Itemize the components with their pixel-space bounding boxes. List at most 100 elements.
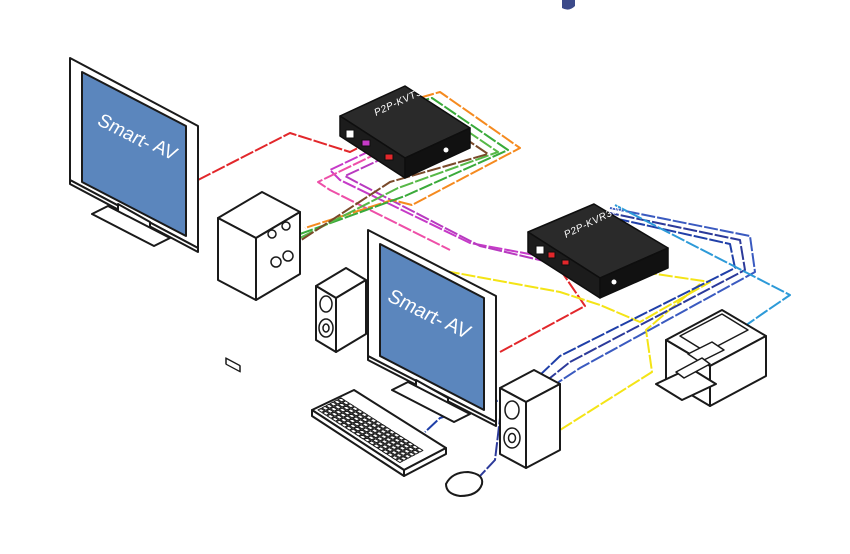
keyboard-key	[365, 415, 373, 421]
keyboard-key	[354, 431, 362, 437]
monitor-right: Smart- AV	[367, 229, 497, 427]
keyboard-key	[393, 437, 401, 443]
top-mark	[562, 0, 575, 10]
keyboard-key	[368, 440, 376, 446]
keyboard-key	[362, 427, 370, 433]
keyboard-key	[325, 403, 334, 409]
keyboard-key	[411, 444, 419, 450]
keyboard-key	[338, 402, 346, 408]
cable-pink-1	[317, 151, 451, 251]
keyboard-key	[317, 407, 326, 413]
keyboard-key	[388, 434, 397, 440]
keyboard-key	[391, 455, 399, 461]
cable-red-right	[499, 261, 586, 353]
keyboard-key	[347, 413, 356, 419]
keyboard-key	[343, 415, 352, 421]
keyboard-key	[355, 409, 364, 415]
keyboard-key	[371, 433, 380, 439]
cable-red-left	[197, 132, 359, 181]
keyboard-key	[380, 434, 388, 440]
keyboard-key	[343, 410, 351, 416]
keyboard-key	[333, 399, 342, 405]
keyboard-key	[385, 442, 393, 448]
keyboard-key	[376, 436, 384, 442]
keyboard-key	[322, 410, 330, 416]
keyboard-key	[349, 428, 358, 434]
keyboard-key	[401, 438, 410, 444]
keyboard-key	[394, 447, 403, 453]
keyboard-key	[366, 425, 374, 431]
keyboard-key	[352, 416, 361, 422]
keyboard-key	[363, 437, 372, 443]
keyboard-key	[372, 443, 381, 449]
keyboard-key	[402, 443, 411, 449]
keyboard-key	[376, 441, 385, 447]
keyboard-key	[379, 429, 388, 434]
keyboard-key	[351, 406, 359, 412]
cable-orange	[304, 91, 521, 229]
keyboard-key	[337, 397, 346, 403]
keyboard-key	[393, 442, 402, 448]
keyboard-key	[362, 432, 371, 438]
keyboard-key	[395, 453, 403, 458]
keyboard-key	[397, 440, 406, 446]
keyboard-key	[384, 437, 393, 442]
keyboard-key	[386, 452, 395, 458]
keyboard-key	[344, 420, 353, 426]
keyboard-key	[370, 423, 378, 429]
keyboard-key	[388, 429, 396, 435]
keyboard-key	[381, 444, 389, 450]
keyboard-key	[321, 405, 330, 411]
keyboard-key	[403, 448, 411, 454]
keyboard-key	[411, 449, 420, 455]
cable-blue-2	[479, 211, 746, 477]
mouse	[444, 470, 484, 498]
keyboard-key	[349, 423, 357, 429]
keyboard-key	[339, 412, 347, 418]
keyboard-key	[377, 446, 385, 452]
receiver-p2p-kvr300: P2P-KVR300	[527, 203, 669, 299]
keyboard-key	[353, 426, 362, 432]
keyboard-key	[346, 403, 355, 409]
keyboard-key	[374, 421, 382, 426]
keyboard-key	[334, 404, 342, 410]
keyboard-key	[357, 424, 366, 430]
keyboard-key	[375, 431, 384, 437]
keyboard-key	[338, 407, 347, 413]
keyboard-key	[374, 426, 383, 432]
keyboard-key	[335, 414, 343, 420]
keyboard-key	[329, 401, 338, 407]
keyboard-key	[381, 449, 390, 455]
keyboard-key	[378, 423, 387, 429]
keyboard-key	[392, 432, 401, 438]
cable-cyan	[614, 204, 791, 327]
keyboard-key	[399, 455, 408, 461]
keyboard-key	[335, 419, 344, 425]
printer	[655, 309, 767, 407]
keyboard-key	[348, 418, 357, 424]
keyboard-key	[384, 431, 392, 437]
keyboard-key	[353, 421, 361, 427]
keyboard-key	[331, 416, 339, 422]
keyboard-key	[367, 435, 376, 441]
keyboard-key	[407, 446, 415, 452]
keyboard-key	[406, 441, 415, 447]
keyboard-key	[351, 411, 360, 417]
keyboard	[311, 389, 447, 477]
keyboard-key	[372, 438, 380, 444]
transmitter-p2p-kvt300: P2P-KVT300	[339, 82, 471, 179]
keyboard-key	[415, 447, 424, 453]
keyboard-key	[339, 417, 348, 423]
keyboard-key	[383, 426, 392, 432]
keyboard-key	[345, 425, 353, 431]
keyboard-key	[407, 451, 416, 457]
keyboard-key	[334, 409, 343, 415]
keyboard-key	[357, 419, 365, 425]
cables	[197, 91, 791, 477]
keyboard-key	[395, 458, 404, 464]
monitor-left: Smart- AV	[69, 57, 199, 253]
keyboard-key	[397, 435, 405, 441]
keyboard-key	[399, 450, 407, 456]
keyboard-key	[358, 434, 367, 440]
